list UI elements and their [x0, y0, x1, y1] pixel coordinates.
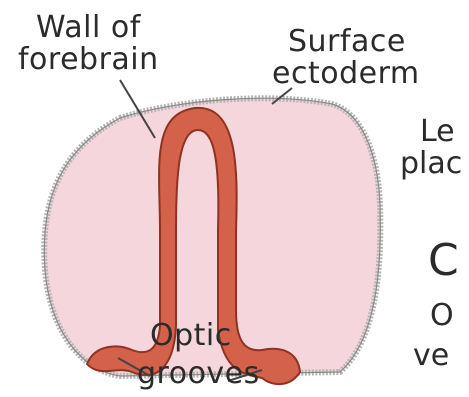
- label-optic-grooves-line1: Optic: [150, 320, 232, 352]
- label-optic-vesicle-partial-line1: O: [430, 300, 454, 332]
- label-wall-of-forebrain-line1: Wall of: [36, 12, 141, 44]
- label-lens-placode-partial-line2: plac: [400, 148, 462, 180]
- label-lens-placode-partial-line1: Le: [420, 116, 455, 148]
- label-optic-vesicle-partial-line2: ve: [413, 340, 449, 372]
- label-surface-ectoderm-line1: Surface: [288, 26, 406, 58]
- label-c-partial: C: [428, 238, 459, 284]
- label-optic-grooves-line2: grooves: [137, 358, 260, 390]
- label-surface-ectoderm-line2: ectoderm: [272, 58, 420, 90]
- label-wall-of-forebrain-line2: forebrain: [18, 44, 159, 76]
